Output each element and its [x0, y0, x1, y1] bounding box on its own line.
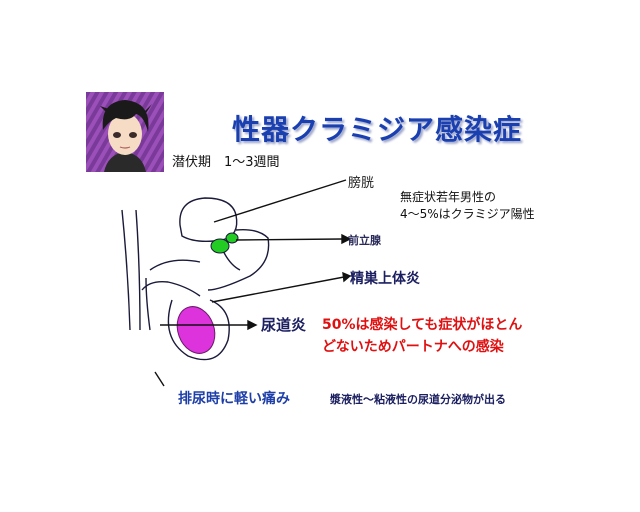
prostate-label: 前立腺 [348, 234, 381, 247]
prostate-arrowhead [341, 233, 352, 245]
asymptomatic-note-line1: 無症状若年男性の [400, 190, 497, 204]
page-title: 性器クラミジア感染症 [232, 113, 523, 146]
bladder-pointer [213, 179, 347, 223]
penis-outline-upper [149, 259, 201, 271]
penis-tube [145, 277, 151, 331]
epididymis-pointer [211, 276, 345, 303]
prostate-pointer [235, 238, 343, 241]
epididymis-arrowhead [342, 271, 352, 283]
bladder-label: 膀胱 [348, 176, 375, 191]
urethra-outline [207, 228, 270, 291]
prostate-shape [210, 238, 230, 254]
penis-outline-lower [141, 280, 201, 297]
epididymitis-label: 精巣上体炎 [350, 271, 420, 287]
latency-period-text: 潜伏期 1～3週間 [172, 155, 280, 170]
avatar [86, 92, 164, 172]
pain-pointer [154, 371, 165, 387]
highlight-text-line2: どないためパートナへの感染 [322, 339, 504, 355]
urethritis-label: 尿道炎 [261, 316, 307, 334]
asymptomatic-note-line2: 4～5%はクラミジア陽性 [400, 207, 535, 221]
body-outline [121, 209, 131, 331]
highlight-text-line1: 50%は感染しても症状がほとん [322, 317, 523, 333]
discharge-label: 漿液性～粘液性の尿道分泌物が出る [330, 393, 506, 406]
testis-shape [176, 306, 216, 354]
scrotum-outline [167, 299, 230, 361]
body-outline-inner [135, 209, 141, 331]
urethritis-arrowhead [247, 319, 258, 331]
prostate-shape-right [225, 232, 239, 244]
pain-label: 排尿時に軽い痛み [178, 391, 290, 407]
